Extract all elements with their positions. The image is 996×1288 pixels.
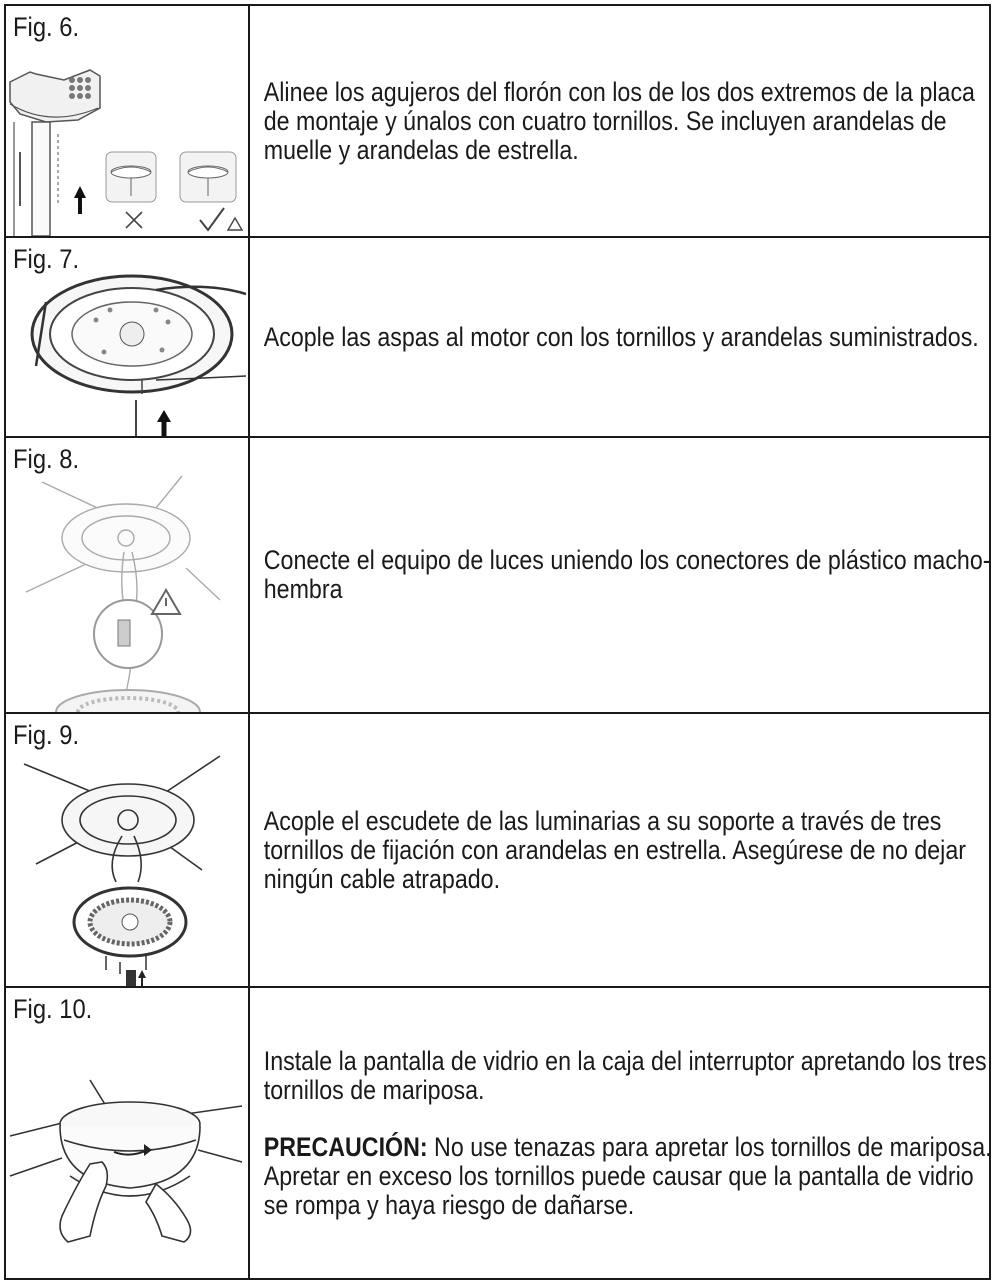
description-cell: Instale la pantalla de vidrio en la caja… xyxy=(248,986,992,1280)
step-text: Acople el escudete de las luminarias a s… xyxy=(263,805,966,894)
figure-cell: Fig. 6. xyxy=(4,4,250,238)
caution-text: No use tenazas para apretar los tornillo… xyxy=(263,1131,992,1220)
figure-label: Fig. 9. xyxy=(13,720,80,750)
step-row-fig7: Fig. 7. xyxy=(4,236,991,438)
figure-cell: Fig. 10. xyxy=(4,986,250,1280)
instruction-table: Fig. 6. xyxy=(4,4,992,1280)
wrong-cross-icon xyxy=(105,151,157,229)
step-row-fig9: Fig. 9. xyxy=(4,712,991,988)
step-text: Conecte el equipo de luces uniendo los c… xyxy=(263,545,991,604)
step-text: Instale la pantalla de vidrio en la caja… xyxy=(263,1045,987,1105)
step-row-fig6: Fig. 6. xyxy=(4,4,991,238)
step-text: Acople las aspas al motor con los tornil… xyxy=(263,321,979,352)
caution-label: PRECAUCIÓN: xyxy=(263,1131,428,1162)
hands-glass-shade-icon xyxy=(6,1066,248,1246)
fan-motor-blades-icon xyxy=(6,270,248,436)
step-row-fig8: Fig. 8. xyxy=(4,436,991,714)
figure-cell: Fig. 9. xyxy=(4,712,250,988)
canopy-screws-icon xyxy=(6,64,248,236)
description-cell: Alinee los agujeros del florón con los d… xyxy=(248,4,991,238)
figure-label: Fig. 7. xyxy=(13,244,80,274)
figure-cell: Fig. 8. xyxy=(4,436,250,714)
light-kit-icon xyxy=(55,689,201,712)
figure-label: Fig. 6. xyxy=(13,12,80,42)
step-row-fig10: Fig. 10. xyxy=(4,986,992,1280)
check-warning-icon xyxy=(179,151,244,232)
figure-label: Fig. 10. xyxy=(13,994,93,1024)
figure-label: Fig. 8. xyxy=(13,444,80,474)
description-cell: Acople las aspas al motor con los tornil… xyxy=(248,236,991,438)
description-cell: Conecte el equipo de luces uniendo los c… xyxy=(248,436,991,714)
caution-paragraph: PRECAUCIÓN: No use tenazas para apretar … xyxy=(263,1131,996,1220)
description-cell: Acople el escudete de las luminarias a s… xyxy=(248,712,991,988)
screwdriver-icon xyxy=(126,970,146,986)
figure-cell: Fig. 7. xyxy=(4,236,250,438)
screwdriver-icon xyxy=(135,380,171,436)
light-fixture-screws-icon xyxy=(6,752,248,986)
step-text: Alinee los agujeros del florón con los d… xyxy=(263,76,975,165)
connector-warning-icon xyxy=(93,588,182,669)
